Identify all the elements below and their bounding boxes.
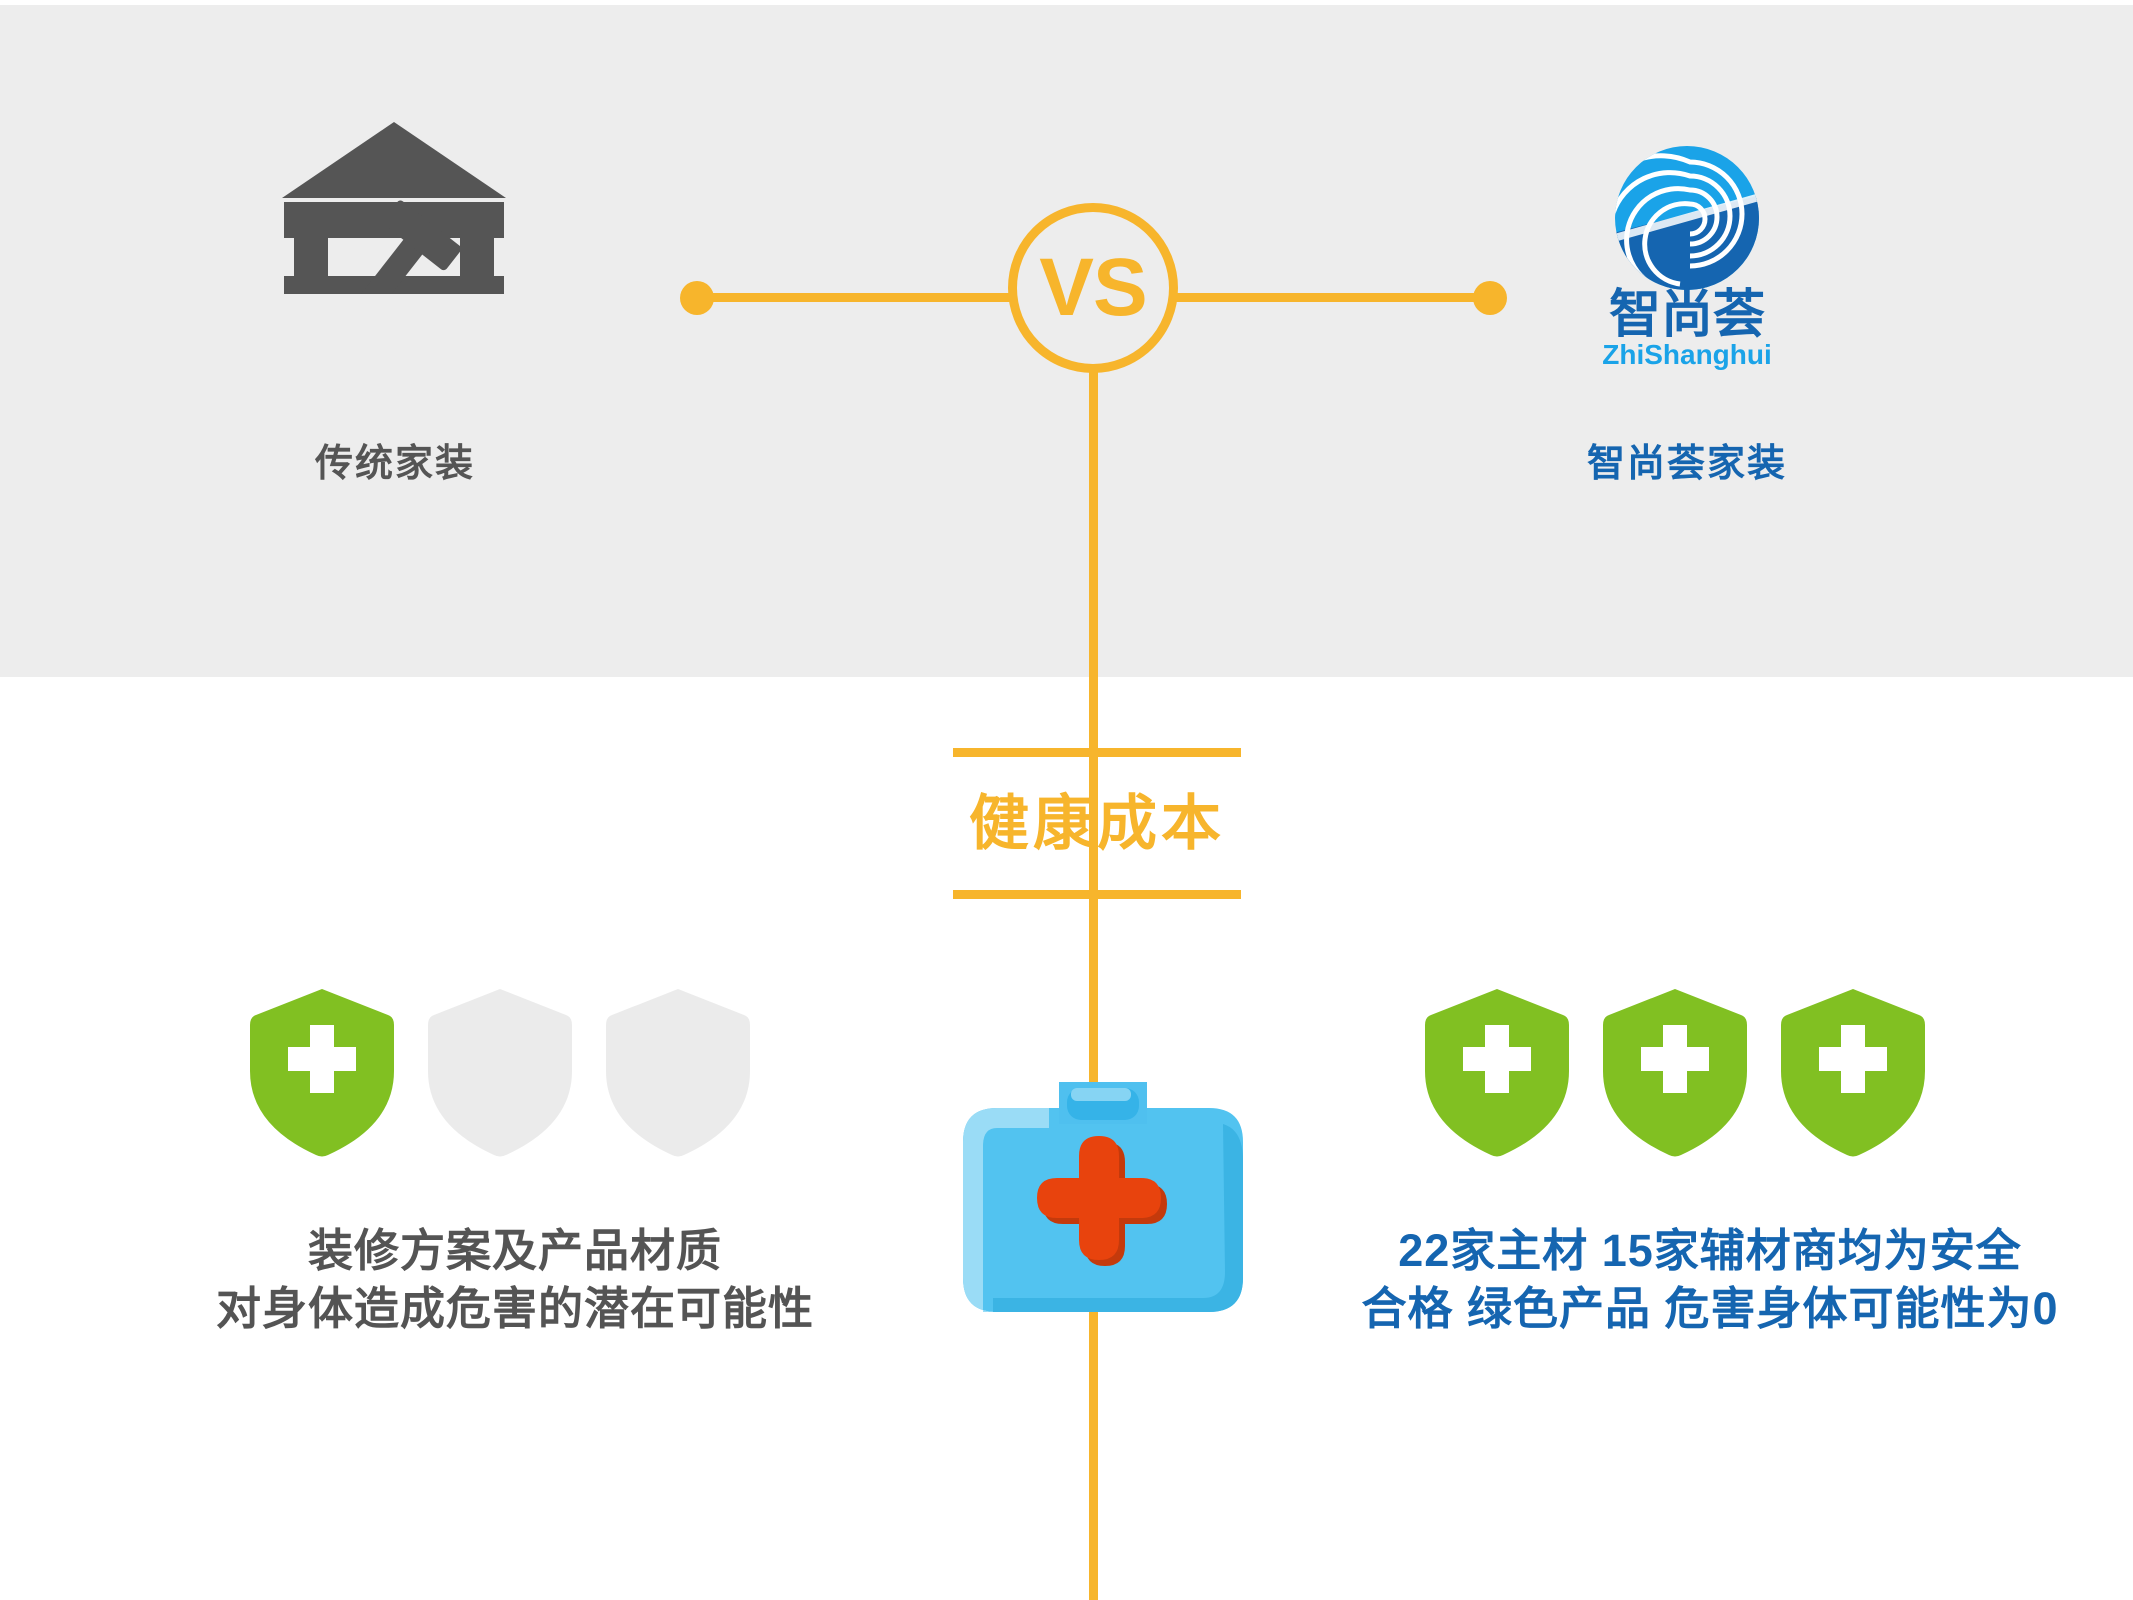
left-caption-line-1: 装修方案及产品材质 [307, 1225, 722, 1276]
right-side-label: 智尚荟家装 [1586, 443, 1787, 485]
connector-dot-right [1473, 281, 1507, 315]
shield-filled-icon [1781, 989, 1925, 1157]
shield-filled-icon [1425, 989, 1569, 1157]
connector-line-left [697, 293, 1017, 302]
left-caption-line-2: 对身体造成危害的潜在可能性 [215, 1282, 814, 1334]
shield-empty-icon [428, 989, 572, 1157]
right-caption: 22家主材 15家辅材商均为安全 合格 绿色产品 危害身体可能性为0 [1330, 1222, 2090, 1337]
left-side-label: 传统家装 [314, 443, 475, 485]
section-rule-bottom [953, 890, 1241, 899]
house-with-hammer-icon [278, 118, 510, 370]
right-caption-line-1: 22家主材 15家辅材商均为安全 [1398, 1225, 2022, 1276]
shield-filled-icon [250, 989, 394, 1157]
section-title: 健康成本 [969, 790, 1225, 857]
first-aid-kit-icon [953, 1050, 1253, 1328]
right-caption-line-2: 合格 绿色产品 危害身体可能性为0 [1361, 1282, 2059, 1334]
shield-empty-icon [606, 989, 750, 1157]
left-shield-group [248, 985, 752, 1160]
vs-label: VS [1039, 242, 1147, 333]
logo-primary-text: 智尚荟 [1609, 286, 1765, 344]
vs-badge: VS [1008, 203, 1178, 373]
zhishanghui-logo: 智尚荟 ZhiShanghui [1592, 140, 1782, 370]
left-caption: 装修方案及产品材质 对身体造成危害的潜在可能性 [135, 1222, 895, 1337]
section-rule-top [953, 748, 1241, 757]
connector-line-vertical [1089, 370, 1098, 1600]
shield-filled-icon [1603, 989, 1747, 1157]
right-shield-group [1423, 985, 1927, 1160]
connector-line-right [1170, 293, 1490, 302]
svg-text:ZhiShanghui: ZhiShanghui [1602, 339, 1772, 370]
connector-dot-left [680, 281, 714, 315]
